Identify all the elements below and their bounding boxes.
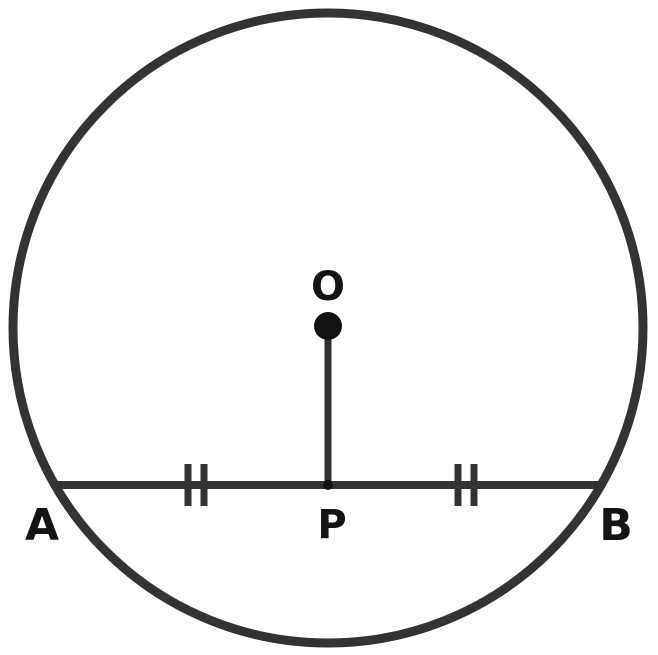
main-circle (8, 8, 648, 648)
tick-mark-group-pb (454, 464, 478, 506)
point-label-a: A (25, 500, 59, 551)
point-label-o: O (311, 264, 345, 310)
tick-mark-group-ap (184, 464, 208, 506)
point-label-b: B (599, 500, 633, 551)
point-o-dot (314, 312, 342, 340)
point-label-p: P (317, 502, 346, 548)
point-p-dot (323, 480, 333, 490)
